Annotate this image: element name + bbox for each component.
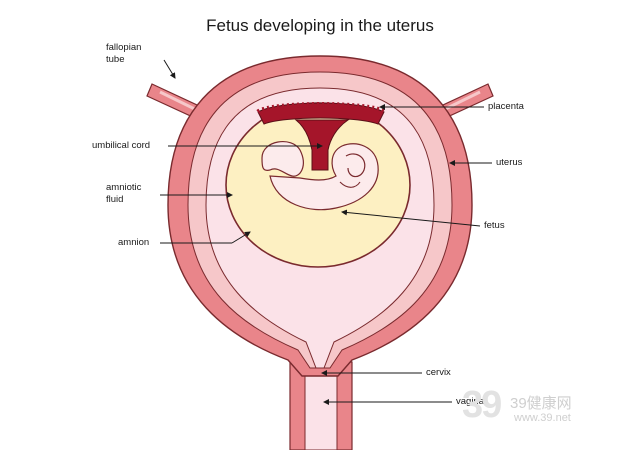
label-placenta: placenta [488, 101, 524, 112]
watermark-brand: 39健康网 [510, 395, 572, 412]
watermark-url: www.39.net [514, 412, 571, 424]
label-umbilical-cord: umbilical cord [92, 140, 151, 151]
label-amniotic-fluid: amniotic fluid [106, 182, 142, 205]
fetus-shape [261, 141, 379, 211]
diagram-title: Fetus developing in the uterus [206, 16, 434, 35]
watermark-number: 39 [462, 384, 502, 426]
placenta-shape [256, 102, 386, 125]
label-fallopian-tube: fallopian tube [106, 42, 142, 65]
leader-lines [160, 59, 492, 405]
label-vagina: vagina [456, 396, 484, 407]
label-uterus: uterus [496, 157, 523, 168]
label-amnion: amnion [118, 237, 150, 248]
label-cervix: cervix [426, 367, 451, 378]
label-fetus: fetus [484, 220, 505, 231]
